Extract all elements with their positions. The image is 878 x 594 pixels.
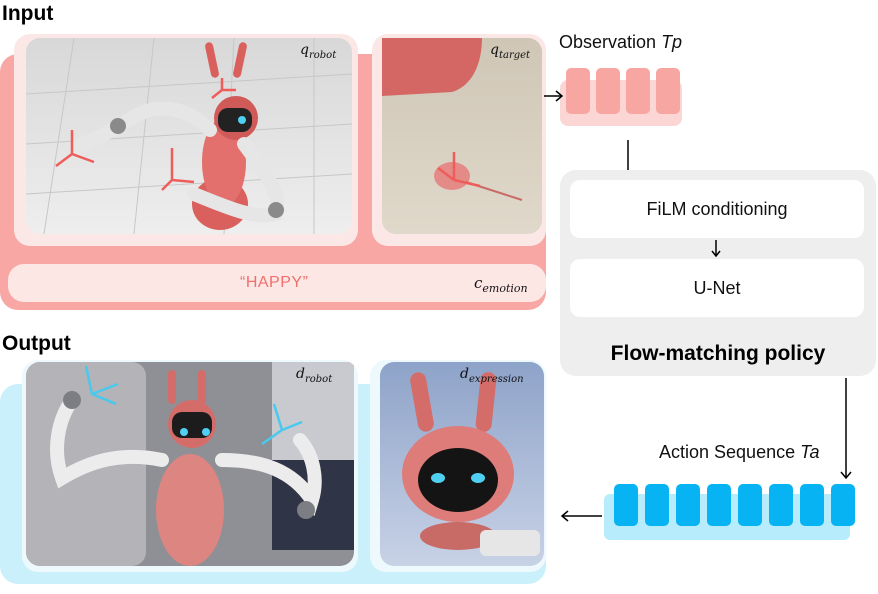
film-conditioning-box: FiLM conditioning [570, 180, 864, 238]
action-token [738, 484, 762, 526]
d-robot-sub: robot [304, 373, 333, 385]
action-label: Action Sequence Ta [659, 442, 819, 463]
observation-label: Observation Tp [559, 32, 682, 53]
observation-tokens [560, 68, 682, 126]
observation-token-shadow [560, 80, 682, 126]
d-expression-sub: expression [468, 373, 524, 385]
action-token [707, 484, 731, 526]
q-robot-base: q [300, 42, 309, 58]
emotion-text: “HAPPY” [240, 274, 309, 291]
action-label-text: Action Sequence [659, 442, 801, 462]
action-token [645, 484, 669, 526]
observation-label-text: Observation [559, 32, 662, 52]
observation-token [626, 68, 650, 114]
q-robot-sub: robot [308, 49, 337, 61]
robot-observation-image [14, 34, 358, 246]
action-token [800, 484, 824, 526]
c-emotion-label: cemotion [474, 274, 528, 295]
observation-token [596, 68, 620, 114]
arrow-policy-to-action [840, 378, 852, 480]
q-target-sub: target [498, 49, 531, 61]
policy-title: Flow-matching policy [610, 342, 826, 365]
action-var: Ta [800, 442, 820, 462]
input-title: Input [2, 2, 54, 25]
observation-token [566, 68, 590, 114]
target-observation-image [372, 34, 546, 246]
d-expression-base: d [460, 366, 469, 382]
unet-box: U-Net [570, 259, 864, 317]
output-title: Output [2, 332, 71, 355]
d-robot-label: drobot [296, 366, 332, 385]
arrow-input-to-observation [544, 90, 564, 102]
arrow-film-to-unet [711, 240, 721, 258]
q-target-label: qtarget [490, 42, 530, 61]
action-token [769, 484, 793, 526]
observation-token [656, 68, 680, 114]
c-emotion-sub: emotion [482, 282, 528, 295]
c-emotion-base: c [474, 274, 483, 292]
d-expression-label: dexpression [460, 366, 524, 385]
action-token [831, 484, 855, 526]
d-robot-base: d [296, 366, 305, 382]
q-target-base: q [490, 42, 499, 58]
action-token [676, 484, 700, 526]
observation-var: Tp [661, 32, 683, 52]
arrow-action-to-output [560, 510, 602, 522]
robot-output-image [22, 360, 358, 572]
action-token [614, 484, 638, 526]
emotion-bar [8, 264, 546, 302]
expression-output-image [370, 360, 546, 572]
action-tokens [604, 484, 855, 540]
q-robot-label: qrobot [300, 42, 336, 61]
